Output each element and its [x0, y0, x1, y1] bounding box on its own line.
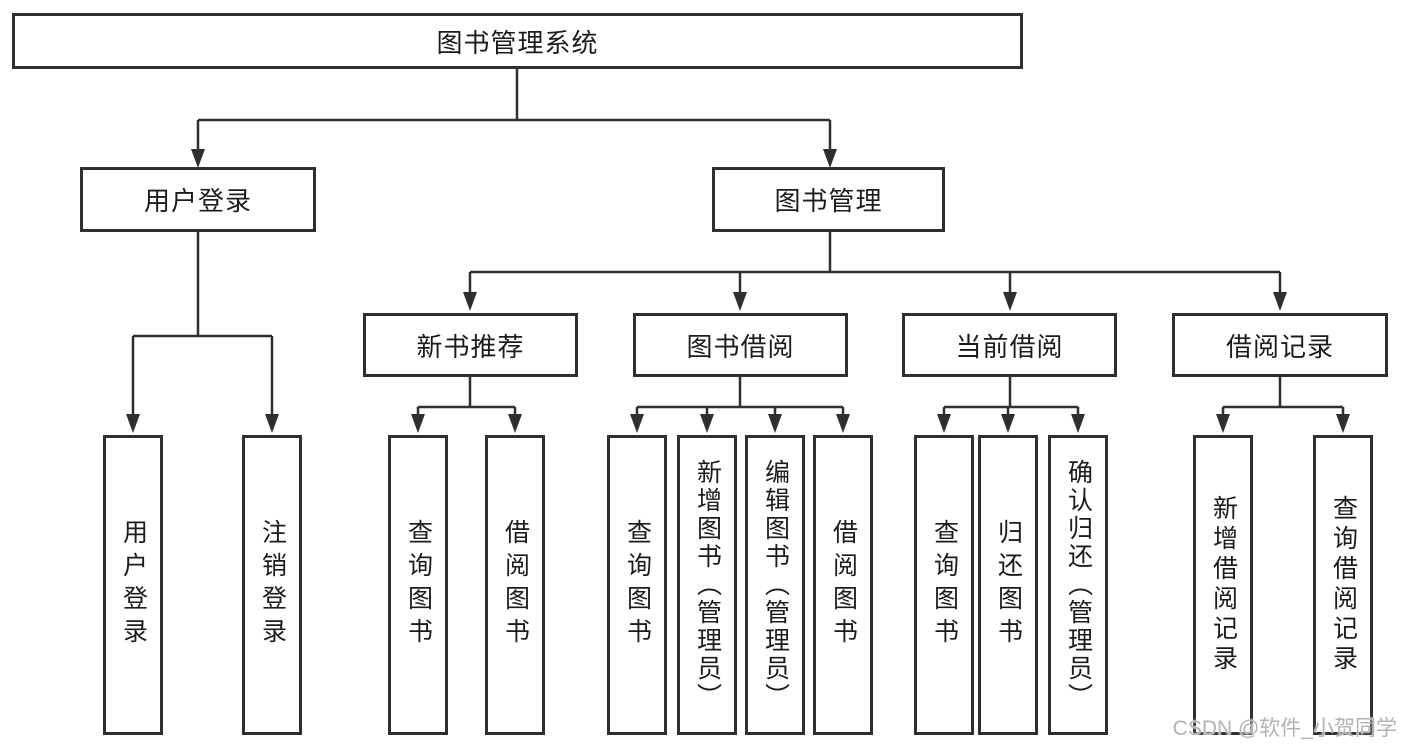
- leaf-records-query-record-label: 查询借阅记录: [1329, 495, 1358, 675]
- node-book-borrowing: 图书借阅: [633, 313, 848, 377]
- node-new-book-recommendation: 新书推荐: [363, 313, 578, 377]
- node-book-borrowing-label: 图书借阅: [686, 331, 795, 362]
- leaf-newbook-query-books: 查询图书: [388, 435, 448, 735]
- leaf-records-add-record-label: 新增借阅记录: [1209, 495, 1238, 675]
- node-book-management-label: 图书管理: [774, 186, 883, 216]
- leaf-newbook-borrow-books: 借阅图书: [485, 435, 545, 735]
- node-user-login: 用户登录: [80, 167, 316, 232]
- node-user-login-label: 用户登录: [143, 186, 252, 216]
- leaf-user-login-label: 用户登录: [119, 519, 148, 651]
- csdn-watermark: CSDN @软件_小贺同学: [1172, 717, 1397, 740]
- node-library-management-system-label: 图书管理系统: [436, 27, 599, 58]
- node-borrowing-records: 借阅记录: [1172, 313, 1388, 377]
- leaf-current-confirm-return-admin-label: 确认归还（管理员）: [1064, 459, 1093, 711]
- node-borrowing-records-label: 借阅记录: [1225, 331, 1334, 362]
- node-library-management-system: 图书管理系统: [12, 13, 1023, 69]
- node-book-management: 图书管理: [712, 167, 945, 232]
- leaf-current-query-books: 查询图书: [914, 435, 974, 735]
- leaf-records-add-record: 新增借阅记录: [1193, 435, 1253, 735]
- leaf-newbook-borrow-books-label: 借阅图书: [501, 519, 530, 651]
- leaf-newbook-query-books-label: 查询图书: [404, 519, 433, 651]
- leaf-borrow-borrow-books-label: 借阅图书: [829, 519, 858, 651]
- leaf-logout: 注销登录: [242, 435, 302, 735]
- node-new-book-recommendation-label: 新书推荐: [416, 331, 525, 362]
- leaf-borrow-query-books-label: 查询图书: [623, 519, 652, 651]
- leaf-borrow-edit-book-admin-label: 编辑图书（管理员）: [761, 459, 790, 711]
- leaf-current-confirm-return-admin: 确认归还（管理员）: [1048, 435, 1108, 735]
- leaf-borrow-add-book-admin: 新增图书（管理员）: [677, 435, 737, 735]
- leaf-borrow-edit-book-admin: 编辑图书（管理员）: [745, 435, 805, 735]
- node-current-borrowing-label: 当前借阅: [955, 331, 1064, 362]
- node-current-borrowing: 当前借阅: [902, 313, 1117, 377]
- leaf-borrow-query-books: 查询图书: [607, 435, 667, 735]
- leaf-borrow-add-book-admin-label: 新增图书（管理员）: [693, 459, 722, 711]
- leaf-logout-label: 注销登录: [258, 519, 287, 651]
- leaf-current-return-books-label: 归还图书: [994, 519, 1023, 651]
- leaf-current-return-books: 归还图书: [978, 435, 1038, 735]
- leaf-current-query-books-label: 查询图书: [930, 519, 959, 651]
- leaf-borrow-borrow-books: 借阅图书: [813, 435, 873, 735]
- leaf-records-query-record: 查询借阅记录: [1313, 435, 1373, 735]
- leaf-user-login: 用户登录: [103, 435, 163, 735]
